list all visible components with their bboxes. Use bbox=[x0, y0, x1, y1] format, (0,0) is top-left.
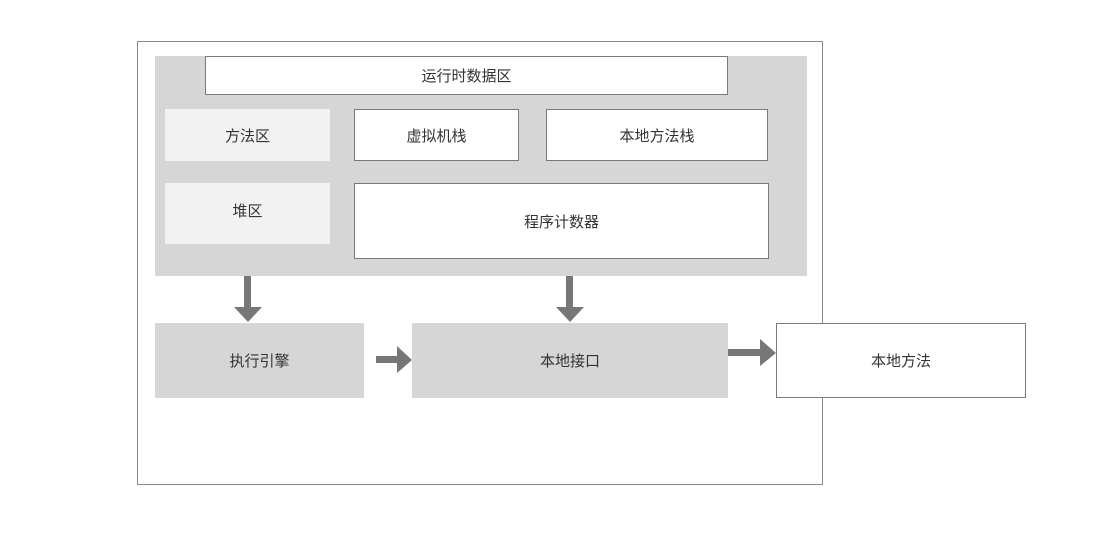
native-interface-box: 本地接口 bbox=[412, 323, 728, 398]
vm-stack-box: 虚拟机栈 bbox=[354, 109, 519, 161]
native-interface-label: 本地接口 bbox=[539, 352, 600, 370]
method-area-box: 方法区 bbox=[165, 109, 330, 161]
native-methods-label: 本地方法 bbox=[870, 352, 931, 370]
heap-label: 堆区 bbox=[232, 202, 263, 220]
native-method-stack-label: 本地方法栈 bbox=[619, 126, 695, 145]
program-counter-box: 程序计数器 bbox=[354, 183, 769, 259]
program-counter-label: 程序计数器 bbox=[523, 212, 599, 231]
runtime-data-area-title: 运行时数据区 bbox=[205, 56, 728, 95]
runtime-data-area-label: 运行时数据区 bbox=[421, 67, 512, 85]
method-area-label: 方法区 bbox=[224, 126, 270, 145]
native-methods-box: 本地方法 bbox=[776, 323, 1026, 398]
vm-stack-label: 虚拟机栈 bbox=[406, 126, 467, 145]
execution-engine-box: 执行引擎 bbox=[155, 323, 364, 398]
heap-box: 堆区 bbox=[165, 183, 330, 244]
native-method-stack-box: 本地方法栈 bbox=[546, 109, 768, 161]
execution-engine-label: 执行引擎 bbox=[229, 352, 290, 370]
